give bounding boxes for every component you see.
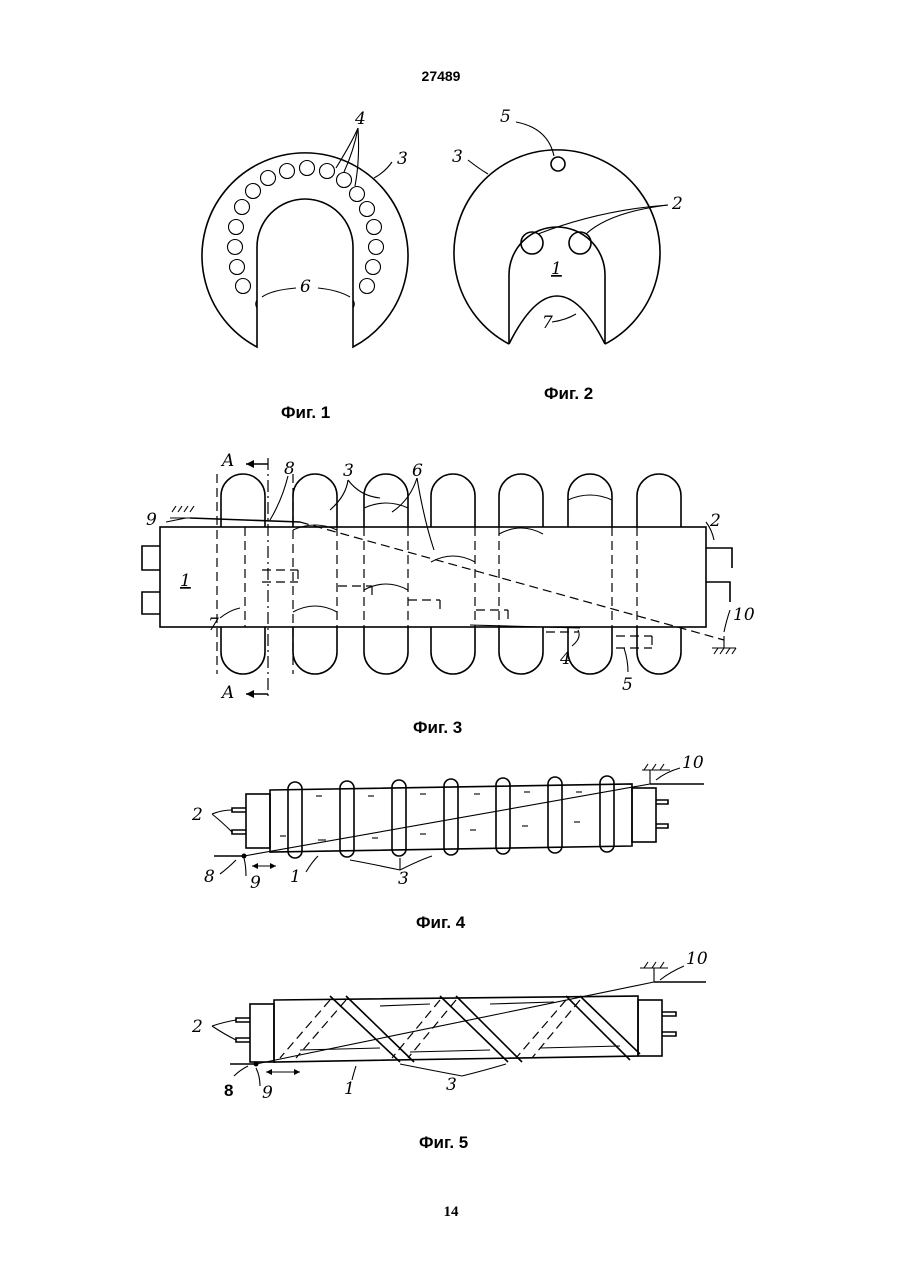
fig1-label-1: 3 — [397, 149, 408, 169]
fig1-caption: Фиг. 1 — [281, 403, 330, 422]
fig5-label-0: 10 — [686, 949, 708, 969]
fig5-leaders — [212, 966, 684, 1086]
fig3-label-2: 3 — [343, 461, 354, 481]
fig5-label-5: 3 — [446, 1075, 457, 1095]
fig3-label-7: 7 — [208, 615, 219, 635]
fig3-label-3: 6 — [412, 461, 423, 481]
fig3-caption: Фиг. 3 — [413, 718, 462, 737]
fig2-label-4: 7 — [542, 313, 553, 333]
fig3-pins-right — [706, 548, 732, 602]
fig2-label-3: 1 — [551, 259, 562, 279]
fig5-label-4: 1 — [344, 1079, 355, 1099]
fig3-label-8: 10 — [733, 605, 755, 625]
fig4-label-5: 3 — [398, 869, 409, 889]
fig5-label-1: 2 — [191, 1017, 203, 1037]
fig5-helix — [330, 996, 640, 1062]
fig2-label-0: 5 — [500, 107, 511, 127]
fig5-caption: Фиг. 5 — [419, 1133, 468, 1152]
fig2-cutout-arc — [509, 296, 605, 344]
fig2-hole-b — [569, 232, 591, 254]
fig2-label-2: 2 — [671, 194, 683, 214]
fig2-leaders — [468, 122, 668, 322]
fig3-label-9: 4 — [559, 649, 571, 669]
fig5-end-caps — [236, 1000, 676, 1062]
fig2-hole-5 — [551, 157, 565, 171]
fig5-tube — [274, 996, 638, 1062]
page-number: 14 — [444, 1204, 460, 1220]
fig1-leaders — [262, 128, 392, 297]
figure-5: 10 2 8 9 1 3 Фиг. 5 — [191, 949, 708, 1152]
fig1-label-0: 4 — [354, 109, 366, 129]
figure-3: A 8 3 6 9 2 1 7 10 4 5 A Фиг. 3 — [142, 451, 755, 737]
fig3-label-10: 5 — [622, 675, 633, 695]
figure-2: 5 3 2 1 7 Фиг. 2 — [452, 107, 683, 403]
fig3-pins-left — [142, 546, 160, 614]
fig5-label-2: 8 — [224, 1081, 233, 1100]
fig5-label-3: 9 — [262, 1083, 273, 1103]
figure-1: 4 3 6 Фиг. 1 — [202, 109, 408, 422]
document-number: 27489 — [422, 68, 461, 84]
fig1-ring-outline — [202, 153, 408, 347]
fig2-caption: Фиг. 2 — [544, 384, 593, 403]
fig3-label-6: 1 — [180, 571, 191, 591]
fig4-label-1: 2 — [191, 805, 203, 825]
fig3-label-5: 2 — [709, 511, 721, 531]
fig3-label-4: 9 — [146, 510, 157, 530]
fig3-label-0: A — [220, 451, 234, 471]
fig4-label-2: 8 — [204, 867, 215, 887]
fig4-dashes — [280, 792, 582, 840]
fig1-label-2: 6 — [300, 277, 311, 297]
fig4-label-3: 9 — [250, 873, 261, 893]
fig2-disc-outline — [454, 150, 660, 344]
fig3-label-11: A — [220, 683, 234, 703]
fig4-label-4: 1 — [290, 867, 301, 887]
fig4-end-caps — [232, 788, 668, 848]
fig4-label-0: 10 — [682, 753, 704, 773]
figure-4: 10 2 8 9 1 3 Фиг. 4 — [191, 753, 704, 932]
fig2-label-1: 3 — [452, 147, 463, 167]
fig3-label-1: 8 — [284, 459, 295, 479]
fig4-caption: Фиг. 4 — [416, 913, 466, 932]
fig2-hole-a — [521, 232, 543, 254]
